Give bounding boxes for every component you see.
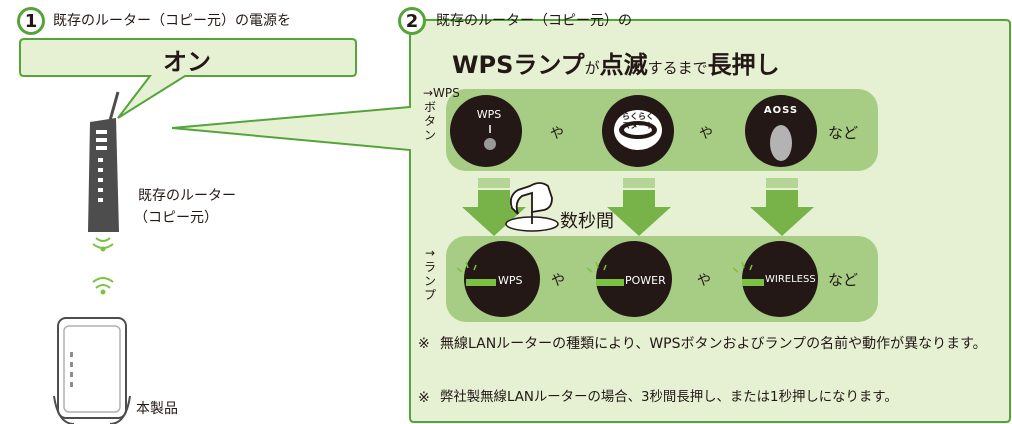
lamp-wps-label: WPS [498,274,523,287]
headline-long-press: 長押し [707,51,780,79]
device-icon [53,317,131,424]
lamps-sep1: や [551,273,565,289]
router-icon [88,91,120,232]
headline-ga: が [584,59,600,77]
step2-text: 既存のルーター（コピー元）の [436,13,632,29]
lamp-wireless-icon [732,241,818,317]
buttons-sep2: や [699,126,713,142]
press-label: 数秒間 [560,211,614,232]
step2-number: 2 [398,7,426,35]
step1-bubble-text: オン [163,48,211,76]
headline-wps-lamp: WPSランプ [452,51,585,79]
device-label: 本製品 [136,401,178,417]
hand-press-icon [505,182,559,232]
note1-text: 無線LANルーターの種類により、WPSボタンおよびランプの名前や動作が異なります… [440,336,987,352]
wps-button-icon [450,95,522,167]
step1-text: 既存のルーター（コピー元）の電源を [53,13,291,29]
headline-blink: 点滅 [599,51,648,79]
rakuraku-button-label: らくらくスタート [622,112,654,130]
lamps-side-label: →ランプ [423,246,436,302]
step1-number: 1 [17,7,45,35]
router-label-line2: （コピー元） [134,210,218,226]
lamp-wireless-label: WIRELESS [765,274,816,285]
headline-until: するまで [647,59,708,77]
note2-mark: ※ [418,390,430,406]
step1-bubble [19,38,357,119]
buttons-sep1: や [550,126,564,142]
buttons-side-label: →WPSボタン [423,86,460,142]
buttons-suffix: など [828,124,859,142]
note1-mark: ※ [418,336,430,352]
step2-headline: WPSランプが点滅するまで長押し [452,45,780,80]
aoss-button-icon [745,95,817,167]
aoss-button-label: AOSS [763,105,799,116]
wps-button-label: WPS [476,108,502,121]
rakuraku-button-icon [602,95,674,167]
lamps-sep2: や [697,273,711,289]
note2-text: 弊社製無線LANルーターの場合、3秒間長押し、または1秒押しになります。 [440,390,898,405]
lamps-suffix: など [828,271,859,289]
lamp-power-label: POWER [625,274,666,287]
lamp-power-icon [586,241,672,317]
lamp-wps-icon [456,241,540,317]
signal-waves-icon [92,237,114,295]
router-label-line1: 既存のルーター [138,188,236,204]
